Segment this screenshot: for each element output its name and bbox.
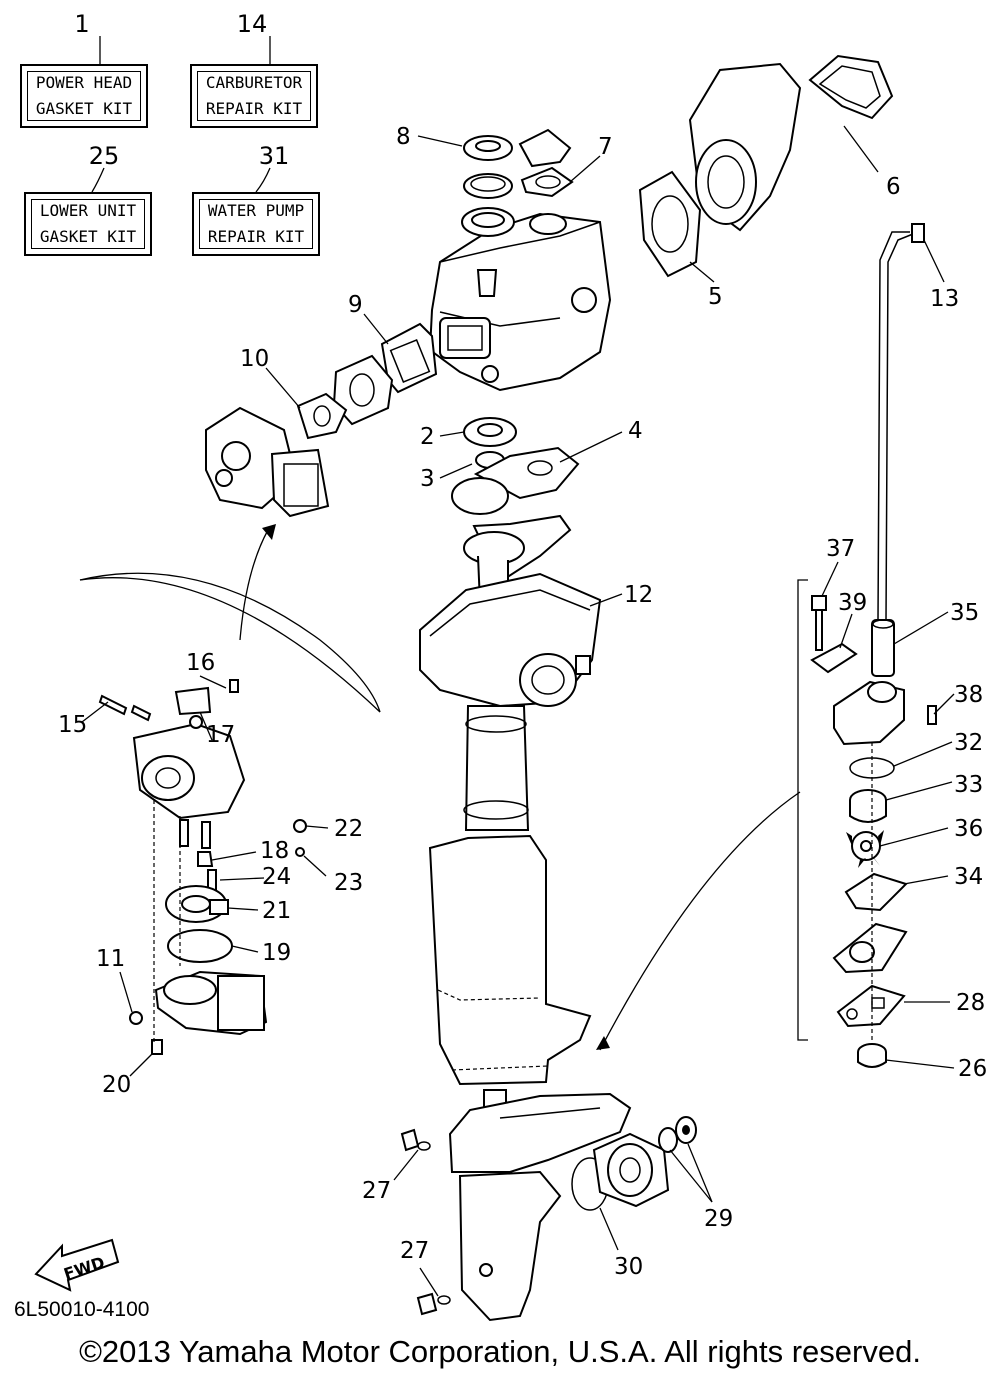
- kit-box-lower-unit: LOWER UNIT GASKET KIT: [24, 192, 152, 256]
- pump-housing: [833, 680, 937, 746]
- kit-box-water-pump: WATER PUMP REPAIR KIT: [192, 192, 320, 256]
- callout-12: 12: [624, 582, 653, 608]
- callout-7: 7: [598, 134, 613, 160]
- callout-2: 2: [420, 424, 435, 450]
- crankcase-block: [428, 212, 612, 392]
- callout-4: 4: [628, 418, 643, 444]
- callout-26: 26: [958, 1056, 987, 1082]
- callout-3: 3: [420, 466, 435, 492]
- exhaust-cover-6: [688, 54, 894, 232]
- kit-box-power-head: POWER HEAD GASKET KIT: [20, 64, 148, 128]
- gasket-34: [844, 872, 908, 912]
- callout-19: 19: [262, 940, 291, 966]
- callout-leaders: [81, 125, 955, 1297]
- gasket-28: [836, 984, 906, 1028]
- callout-17: 17: [206, 722, 235, 748]
- callout-15: 15: [58, 712, 87, 738]
- kit-box-carburetor: CARBURETOR REPAIR KIT: [190, 64, 318, 128]
- gasket-19: [167, 929, 233, 963]
- gasket-10: [296, 392, 348, 440]
- callout-27a: 27: [362, 1178, 391, 1204]
- kit-ref-number: 31: [258, 142, 290, 170]
- callout-10: 10: [240, 346, 269, 372]
- callout-numbers: 2 3 4 5 6 7 8 9 10 11 12 13 15 16 17 18 …: [58, 124, 987, 1280]
- gasket-5: [638, 170, 702, 278]
- callout-28: 28: [956, 990, 985, 1016]
- callout-38: 38: [954, 682, 983, 708]
- callout-27b: 27: [400, 1238, 429, 1264]
- impeller-36: [846, 830, 884, 868]
- kit-label-line1: CARBURETOR: [205, 73, 303, 92]
- plate-39: [810, 642, 858, 674]
- grommet-35: [871, 619, 895, 677]
- kit-label-line1: POWER HEAD: [35, 73, 133, 92]
- driveshaft-housing: [428, 705, 592, 1086]
- kit-ref-number: 25: [88, 142, 120, 170]
- water-tube-13: [877, 223, 925, 621]
- kit-ref-number: 14: [236, 10, 268, 38]
- callout-22: 22: [334, 816, 363, 842]
- callout-34: 34: [954, 864, 983, 890]
- kit-label-line1: LOWER UNIT: [39, 201, 137, 220]
- kit-label-line2: REPAIR KIT: [205, 99, 303, 118]
- outer-plate: [832, 922, 908, 974]
- seal-26: [857, 1043, 887, 1068]
- callout-23: 23: [334, 870, 363, 896]
- kit-label-line2: GASKET KIT: [35, 99, 133, 118]
- kit-label-line2: REPAIR KIT: [207, 227, 305, 246]
- kit-label-line1: WATER PUMP: [207, 201, 305, 220]
- callout-11: 11: [96, 946, 125, 972]
- drain-bolts-27: [400, 1128, 451, 1316]
- callout-13: 13: [930, 286, 959, 312]
- callout-21: 21: [262, 898, 291, 924]
- callout-30: 30: [614, 1254, 643, 1280]
- callout-37: 37: [826, 536, 855, 562]
- kit-label-line2: GASKET KIT: [39, 227, 137, 246]
- bolt-37: [811, 595, 827, 651]
- callout-18: 18: [260, 838, 289, 864]
- callout-33: 33: [954, 772, 983, 798]
- o-ring-32: [849, 757, 895, 779]
- kit-ref-number: 1: [74, 10, 90, 38]
- bearing-8: [461, 135, 515, 237]
- callout-20: 20: [102, 1072, 131, 1098]
- callout-5: 5: [708, 284, 723, 310]
- callout-39: 39: [838, 590, 867, 616]
- copyright-notice: ©2013 Yamaha Motor Corporation, U.S.A. A…: [79, 1334, 921, 1369]
- callout-36: 36: [954, 816, 983, 842]
- callout-35: 35: [950, 600, 979, 626]
- callout-29: 29: [704, 1206, 733, 1232]
- lower-unit-case: [448, 1089, 632, 1322]
- gasket-4: [451, 446, 580, 515]
- insert-33: [849, 789, 887, 823]
- callout-24: 24: [262, 864, 291, 890]
- callout-32: 32: [954, 730, 983, 756]
- fwd-arrow-icon: FWD: [34, 1238, 120, 1292]
- callout-6: 6: [886, 174, 901, 200]
- upper-casing: [419, 514, 602, 708]
- callout-9: 9: [348, 292, 363, 318]
- document-code: 6L50010-4100: [14, 1298, 150, 1321]
- seals-29: [658, 1116, 697, 1153]
- gasket-9: [380, 322, 438, 394]
- float-chamber: [129, 970, 268, 1055]
- cover-7: [518, 128, 574, 198]
- float-21: [165, 885, 229, 923]
- callout-16: 16: [186, 650, 215, 676]
- carburetor-body: [98, 679, 307, 891]
- callout-8: 8: [396, 124, 411, 150]
- propeller-housing: [592, 1132, 670, 1208]
- carburetor-assy-top: [205, 406, 330, 518]
